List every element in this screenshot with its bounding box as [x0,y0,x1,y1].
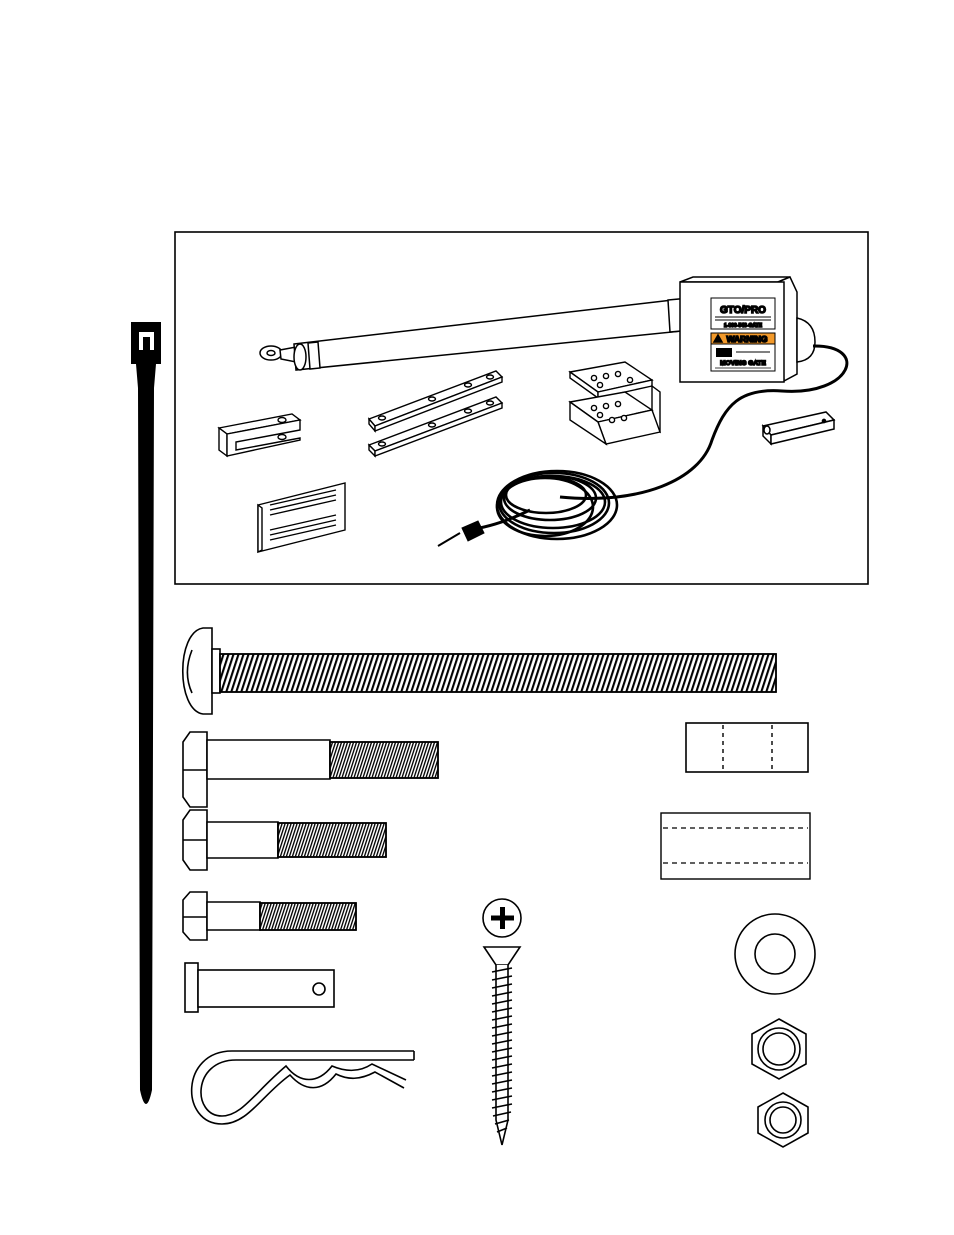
strap-brackets [369,371,502,456]
operator-kit-box: GTO/PRO 1-800-543-GATE WARNING MOVING GA… [175,232,868,584]
flat-washer [735,914,815,994]
motor-housing: GTO/PRO 1-800-543-GATE WARNING MOVING GA… [680,277,815,382]
spacer-long [661,813,810,879]
clevis-pin [185,963,334,1012]
hex-bolt-small [183,892,356,940]
warning-label: WARNING [726,334,767,344]
hinge-bracket-large [570,362,660,444]
carriage-bolt-long [183,628,776,714]
connector-sleeve [763,412,834,444]
actuator-arm [260,298,695,370]
hex-bolt-large [183,732,438,807]
spacer-short [686,723,808,772]
hairpin-clip [192,1051,414,1124]
u-bracket-small [219,414,300,456]
hex-nut-large [752,1019,806,1079]
cable-tie [131,322,161,1104]
brand-label: GTO/PRO [720,305,766,316]
phillips-screw [483,899,521,1145]
hex-nut-small [758,1093,808,1147]
hex-bolt-medium [183,810,386,870]
phone-label: 1-800-543-GATE [724,323,763,329]
moving-gate-label: MOVING GATE [720,360,766,367]
mounting-plate [258,483,345,552]
